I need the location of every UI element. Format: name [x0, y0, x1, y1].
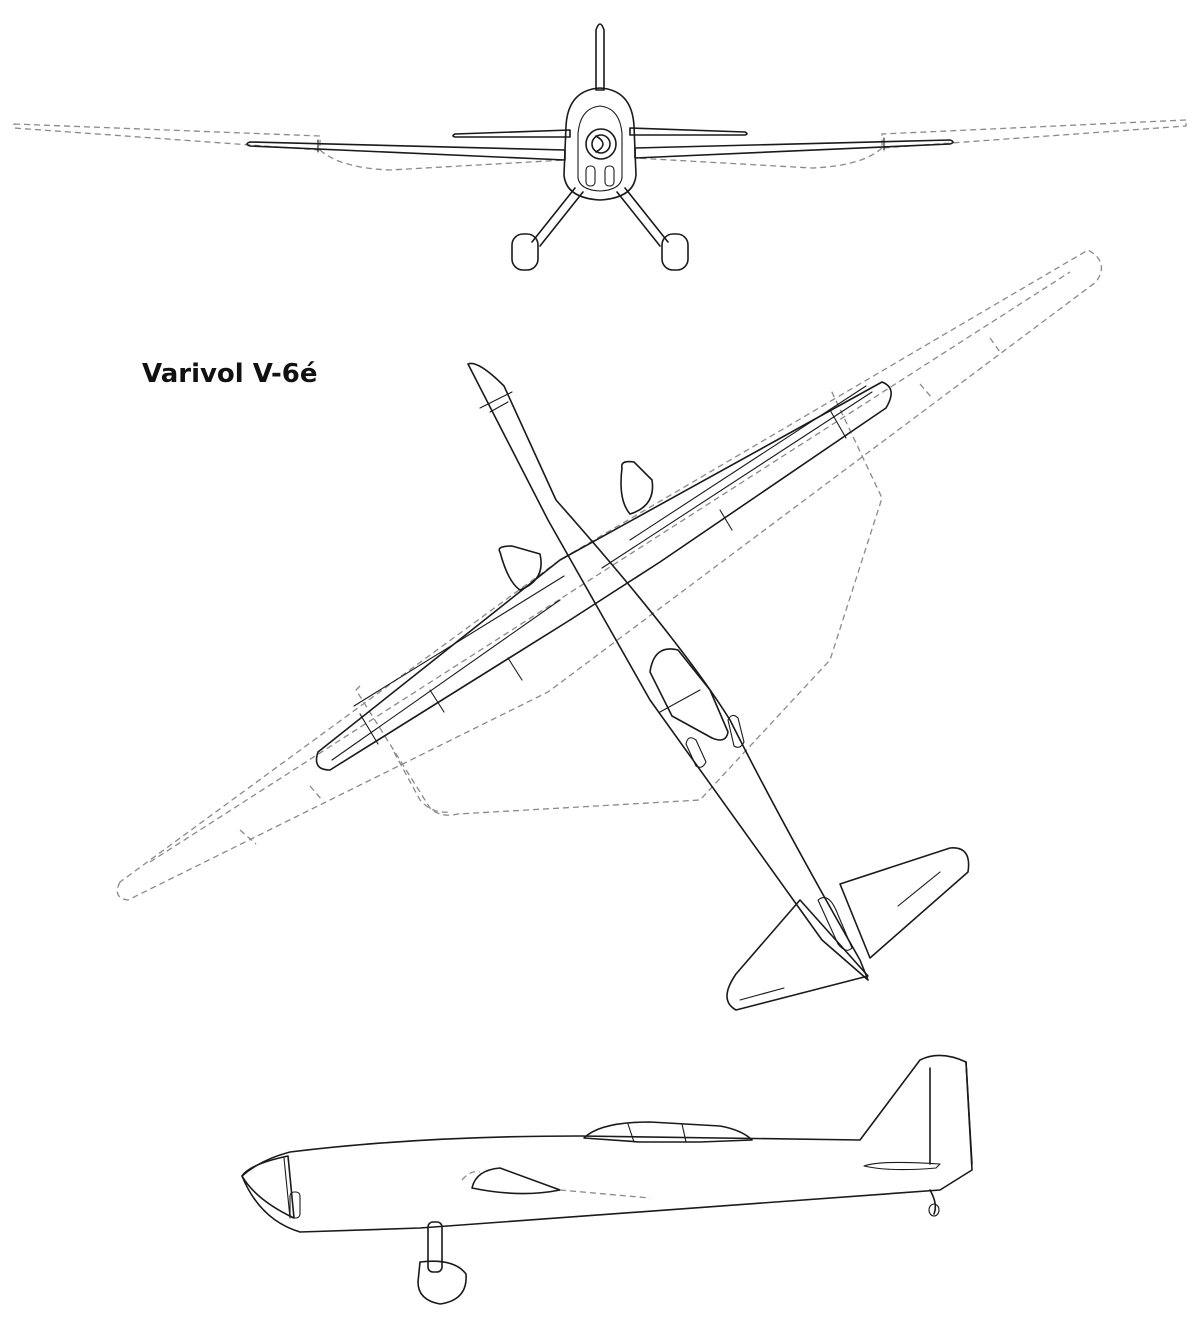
top-fuselage [467, 362, 869, 981]
top-right-nacelle [620, 460, 654, 515]
front-fin [595, 23, 605, 91]
side-canopy [583, 1121, 753, 1143]
top-horizontal-tail [726, 899, 869, 1011]
top-canopy [649, 648, 729, 741]
side-view [241, 1054, 973, 1305]
front-spinner [585, 128, 617, 160]
side-tailwheel [929, 1189, 937, 1215]
front-wing [246, 141, 566, 161]
top-left-nacelle [498, 545, 542, 591]
side-landing-gear-strut [427, 1221, 443, 1273]
side-wheel [417, 1260, 467, 1305]
front-extended-wing [13, 123, 321, 151]
page-title: Varivol V-6é [142, 359, 318, 389]
front-right-wheel [661, 233, 689, 271]
front-view [13, 23, 1187, 271]
side-wing-root [471, 1167, 561, 1195]
front-tailplane [452, 129, 571, 138]
front-fuselage [563, 87, 637, 201]
top-wing [315, 381, 892, 771]
front-landing-gear [531, 187, 669, 247]
top-extended-wing [116, 249, 1103, 901]
front-left-wheel [511, 233, 539, 271]
side-fuselage [241, 1054, 973, 1233]
side-fin [929, 1061, 973, 1165]
top-view [116, 249, 1103, 1011]
side-spinner [241, 1155, 295, 1219]
